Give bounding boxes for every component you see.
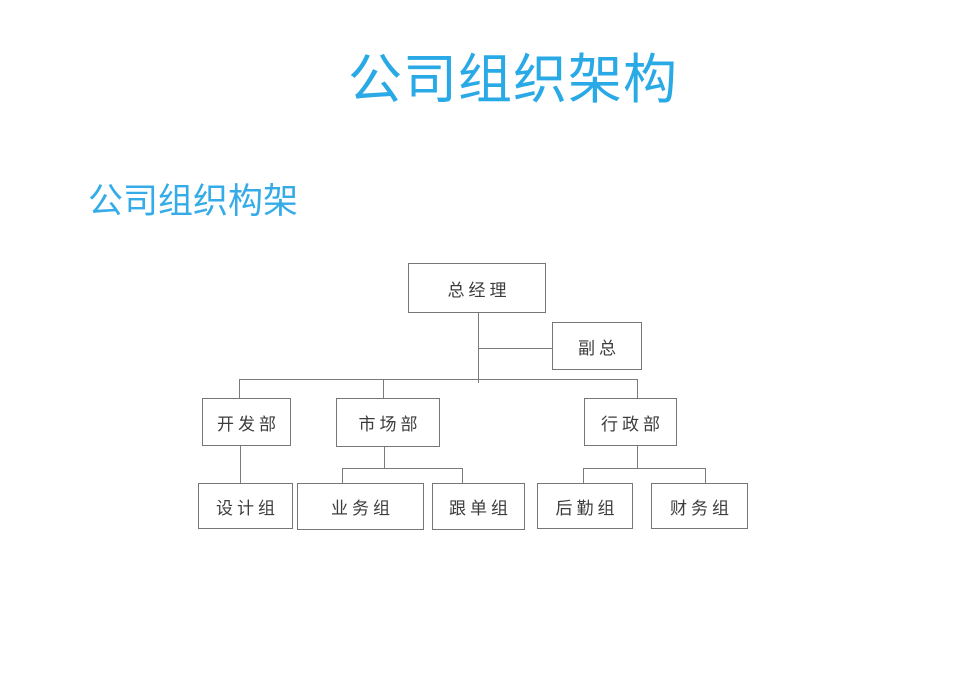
connector-drop-logistics — [583, 468, 584, 483]
org-node-development-dept: 开发部 — [202, 398, 291, 446]
org-node-order-group: 跟单组 — [432, 483, 525, 530]
org-node-business-group: 业务组 — [297, 483, 424, 530]
connector-drop-business — [342, 468, 343, 483]
org-node-general-manager: 总经理 — [408, 263, 546, 313]
org-node-design-group: 设计组 — [198, 483, 293, 529]
connector-admin-down — [637, 446, 638, 468]
section-heading: 公司组织构架 — [88, 182, 299, 222]
org-node-logistics-group: 后勤组 — [537, 483, 633, 529]
org-node-finance-group: 财务组 — [651, 483, 748, 529]
connector-drop-dev — [239, 379, 240, 398]
connector-market-down — [384, 447, 385, 468]
connector-drop-admin — [637, 379, 638, 398]
connector-drop-order — [462, 468, 463, 483]
connector-admin-sub-branch — [583, 468, 706, 469]
connector-ceo-deputy — [478, 348, 552, 349]
connector-dev-design — [240, 446, 241, 483]
org-node-admin-dept: 行政部 — [584, 398, 677, 446]
page-title: 公司组织架构 — [348, 48, 678, 111]
connector-main-branch — [239, 379, 638, 380]
connector-drop-market — [383, 379, 384, 398]
org-node-deputy-gm: 副总 — [552, 322, 642, 370]
org-node-marketing-dept: 市场部 — [336, 398, 440, 447]
connector-drop-finance — [705, 468, 706, 483]
connector-market-sub-branch — [342, 468, 463, 469]
